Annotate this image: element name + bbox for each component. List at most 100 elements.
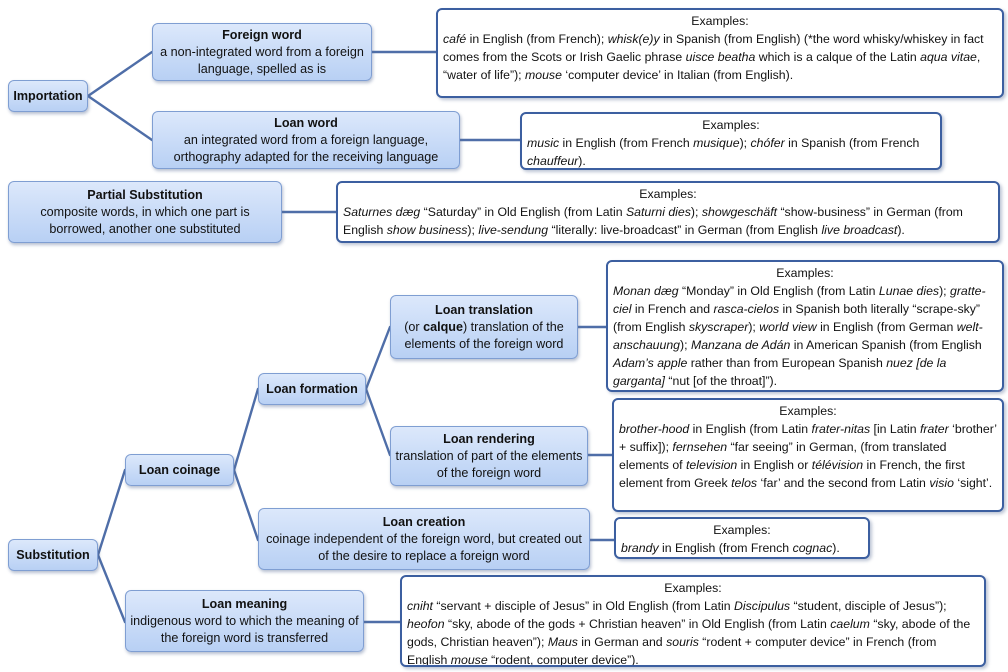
node-description: (or calque) translation of the elements … bbox=[395, 319, 573, 353]
example-term: television bbox=[686, 458, 738, 472]
connector-loan-formation-loan-translation bbox=[364, 325, 392, 391]
node-title: Loan translation bbox=[435, 302, 533, 317]
example-text: in Spanish (from English) (*the word whi… bbox=[443, 32, 984, 64]
examples-heading: Examples: bbox=[639, 187, 697, 201]
node-title: Loan word bbox=[274, 115, 338, 130]
node-description: a non-integrated word from a foreign lan… bbox=[160, 44, 364, 76]
example-text: “Saturday” in Old English (from Latin bbox=[420, 205, 626, 219]
example-term: souris bbox=[666, 635, 699, 649]
examples-heading: Examples: bbox=[779, 404, 837, 418]
example-term: chófer bbox=[750, 136, 785, 150]
example-text: “sky, abode of the gods + Christian heav… bbox=[444, 617, 831, 631]
example-text: ); bbox=[939, 284, 950, 298]
example-term: Saturnes dæg bbox=[343, 205, 421, 219]
example-text: “nut [of the throat]”). bbox=[664, 374, 778, 388]
node-title: Importation bbox=[13, 88, 83, 103]
example-term: Adam’s apple bbox=[613, 356, 688, 370]
example-term: whisk(e)y bbox=[607, 32, 660, 46]
example-text: ‘computer device’ in Italian (from Engli… bbox=[561, 68, 794, 82]
example-text: in English (from French); bbox=[466, 32, 608, 46]
example-term: mouse bbox=[450, 653, 488, 667]
examples-heading: Examples: bbox=[776, 266, 834, 280]
node-description: translation of part of the elements of t… bbox=[395, 448, 583, 480]
node-description: composite words, in which one part is bo… bbox=[40, 204, 250, 236]
example-text: ); bbox=[467, 223, 479, 237]
example-box-loan-creation: Examples: brandy in English (from French… bbox=[614, 517, 870, 559]
example-text: “Monday” in Old English (from Latin bbox=[678, 284, 879, 298]
example-text: in English (from French bbox=[658, 541, 793, 555]
example-text: ). bbox=[832, 541, 840, 555]
example-text: rather than from European Spanish bbox=[687, 356, 887, 370]
connector-loan-coinage-loan-formation bbox=[232, 387, 260, 472]
example-text: in English (from Latin bbox=[689, 422, 812, 436]
example-box-partial-substitution: Examples: Saturnes dæg “Saturday” in Old… bbox=[336, 181, 1000, 243]
node-description: an integrated word from a foreign langua… bbox=[173, 132, 439, 164]
example-term: nuez [de la garganta] bbox=[613, 356, 947, 388]
connector-loan-formation-loan-rendering bbox=[364, 387, 392, 457]
example-term: Manzana de Adán bbox=[690, 338, 791, 352]
example-term: music bbox=[527, 136, 560, 150]
example-text: ). bbox=[578, 154, 586, 168]
example-text: ‘sight’. bbox=[953, 476, 993, 490]
examples-text: Saturnes dæg “Saturday” in Old English (… bbox=[343, 203, 993, 239]
example-text: ). bbox=[897, 223, 905, 237]
examples-text: brandy in English (from French cognac). bbox=[621, 539, 863, 557]
node-importation: Importation bbox=[8, 80, 88, 112]
example-term: live-sendung bbox=[478, 223, 549, 237]
example-box-loan-word: Examples: music in English (from French … bbox=[520, 112, 942, 170]
example-term: Maus bbox=[547, 635, 578, 649]
example-term: mouse bbox=[525, 68, 562, 82]
connector-substitution-loan-coinage bbox=[96, 468, 127, 557]
connector-substitution-loan-meaning bbox=[96, 553, 127, 624]
node-title: Loan creation bbox=[382, 514, 466, 529]
examples-heading: Examples: bbox=[664, 581, 722, 595]
example-term: telos bbox=[731, 476, 758, 490]
example-term: brandy bbox=[621, 541, 659, 555]
example-term: musique bbox=[693, 136, 740, 150]
example-text: ); bbox=[680, 338, 691, 352]
example-text: which is a calque of the Latin bbox=[755, 50, 921, 64]
example-text: in French and bbox=[631, 302, 714, 316]
example-text: ); bbox=[748, 320, 760, 334]
calque-prefix: (or bbox=[404, 319, 424, 334]
node-description: coinage independent of the foreign word,… bbox=[266, 531, 582, 563]
example-text: in Spanish both literally “scrape-sky” (… bbox=[613, 302, 981, 334]
node-loan-creation: Loan creation coinage independent of the… bbox=[258, 508, 590, 570]
example-term: gratte-ciel bbox=[613, 284, 986, 316]
example-term: fernsehen bbox=[672, 440, 728, 454]
node-substitution: Substitution bbox=[8, 539, 98, 571]
example-text: ); bbox=[690, 205, 702, 219]
example-term: uisce beatha bbox=[685, 50, 756, 64]
examples-heading: Examples: bbox=[691, 14, 749, 28]
example-term: café bbox=[443, 32, 467, 46]
example-text: “sky, abode of the gods, Christian heave… bbox=[407, 617, 971, 649]
example-text: “far seeing” in German, (from translated… bbox=[619, 440, 947, 472]
example-text: in English (from German bbox=[816, 320, 957, 334]
example-term: chauffeur bbox=[527, 154, 579, 168]
example-term: welt-anschauung bbox=[613, 320, 983, 352]
example-text: in German and bbox=[577, 635, 667, 649]
example-term: Discipulus bbox=[734, 599, 791, 613]
example-term: Monan dæg bbox=[613, 284, 679, 298]
example-box-loan-meaning: Examples: cniht “servant + disciple of J… bbox=[400, 575, 986, 667]
example-text: [in Latin bbox=[870, 422, 921, 436]
node-title: Loan meaning bbox=[201, 596, 288, 611]
example-term: heofon bbox=[407, 617, 445, 631]
node-title: Substitution bbox=[16, 547, 90, 562]
example-text: “show-business” in German (from English bbox=[343, 205, 963, 237]
connector-importation-foreign-word bbox=[86, 50, 154, 98]
node-loan-formation: Loan formation bbox=[258, 373, 366, 405]
node-loan-word: Loan word an integrated word from a fore… bbox=[152, 111, 460, 169]
example-box-loan-translation: Examples: Monan dæg “Monday” in Old Engl… bbox=[606, 260, 1004, 392]
examples-text: café in English (from French); whisk(e)y… bbox=[443, 30, 997, 84]
node-title: Loan coinage bbox=[138, 462, 221, 477]
example-text: “rodent + computer device” in French (fr… bbox=[407, 635, 937, 667]
example-text: in Spanish (from French bbox=[784, 136, 920, 150]
example-text: “servant + disciple of Jesus” in Old Eng… bbox=[432, 599, 735, 613]
node-loan-meaning: Loan meaning indigenous word to which th… bbox=[125, 590, 364, 652]
node-loan-translation: Loan translation (or calque) translation… bbox=[390, 295, 578, 359]
examples-heading: Examples: bbox=[713, 523, 771, 537]
example-term: caelum bbox=[830, 617, 870, 631]
example-term: visio bbox=[929, 476, 954, 490]
example-term: cognac bbox=[792, 541, 833, 555]
